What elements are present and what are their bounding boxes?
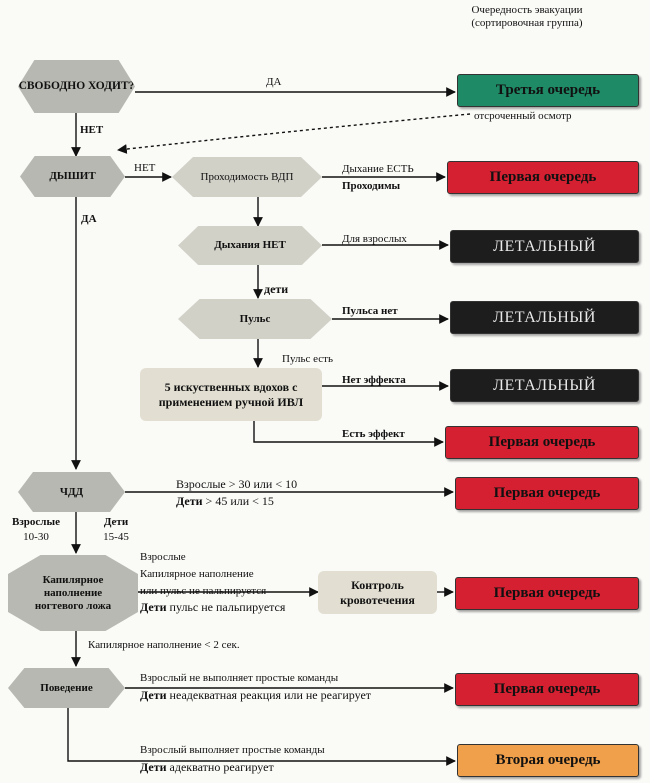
outcome-lethal-no-breath: ЛЕТАЛЬНЫЙ [450, 230, 639, 263]
label-no-pulse: Пульса нет [342, 305, 398, 317]
outcome-first-queue-rr: Первая очередь [455, 477, 639, 510]
label-children: дети [264, 282, 289, 296]
label-passable: Проходимы [342, 180, 401, 192]
label-behavior-child-bad-value: неадекватная реакция или не реагирует [166, 688, 372, 702]
norm-children-value: 15-45 [103, 531, 129, 543]
outcome-first-queue-cap: Первая очередь [455, 577, 639, 610]
label-behavior-adult-bad: Взрослый не выполняет простые команды [140, 672, 339, 684]
label-cap-normal: Капилярное наполнение < 2 сек. [88, 639, 240, 651]
outcome-lethal-no-effect: ЛЕТАЛЬНЫЙ [450, 369, 639, 402]
norm-adults-value: 10-30 [23, 531, 49, 543]
label-deferred-exam: отсроченный осмотр [474, 110, 572, 122]
norm-children: Дети 15-45 [90, 516, 142, 544]
node-walks-freely: СВОБОДНО ХОДИТ? [18, 60, 135, 113]
norm-children-label: Дети [103, 516, 129, 528]
arrow-breaths-to-first [253, 421, 444, 447]
label-for-adults: Для взрослых [342, 233, 407, 245]
label-no-walks: НЕТ [80, 124, 104, 136]
arrow-deferred-exam [117, 113, 471, 154]
node-airway-patency: Проходимость ВДП [172, 157, 322, 197]
label-cap-children-value: пульс не пальпируется [166, 600, 286, 614]
label-breathing-present: Дыхание ЕСТЬ [342, 163, 414, 175]
label-rr-children-value: > 45 или < 15 [202, 494, 274, 508]
node-no-breathing: Дыхания НЕТ [178, 226, 322, 265]
outcome-lethal-no-pulse: ЛЕТАЛЬНЫЙ [450, 301, 639, 334]
label-cap-children-prefix: Дети [140, 600, 167, 614]
label-rr-children: Дети > 45 или < 15 [176, 495, 274, 508]
label-cap-no-pulse: или пульс не пальпируется [140, 585, 267, 597]
label-no-effect: Нет эффекта [342, 374, 406, 386]
norm-adults-label: Взрослые [12, 516, 60, 528]
outcome-third-queue: Третья очередь [457, 74, 639, 107]
label-cap-children: Дети пульс не пальпируется [140, 601, 285, 614]
header-line-1: Очередность эвакуации [471, 4, 583, 16]
outcome-first-queue-effect: Первая очередь [445, 426, 639, 459]
label-pulse-present: Пульс есть [282, 353, 333, 365]
node-behavior: Поведение [8, 668, 125, 708]
norm-adults: Взрослые 10-30 [6, 516, 66, 544]
label-yes-walks: ДА [266, 76, 282, 88]
label-no-breathes: НЕТ [134, 162, 156, 174]
outcome-second-queue: Вторая очередь [457, 744, 639, 777]
label-effect: Есть эффект [342, 428, 405, 440]
label-rr-adults: Взрослые > 30 или < 10 [176, 477, 298, 491]
label-cap-refill: Капилярное наполнение [140, 568, 254, 580]
node-capillary-refill: Капилярное наполнение ногтевого ложа [8, 555, 138, 631]
node-pulse: Пульс [178, 299, 332, 339]
node-rescue-breaths: 5 искуственных вдохов с применением ручн… [140, 368, 322, 421]
label-rr-children-prefix: Дети [176, 494, 203, 508]
arrow-behavior-to-second [67, 708, 456, 766]
node-respiratory-rate: ЧДД [18, 472, 125, 512]
label-behavior-child-ok: Дети адекватно реагирует [140, 761, 274, 774]
node-breathes: ДЫШИТ [20, 156, 125, 197]
label-behavior-child-bad: Дети неадекватная реакция или не реагиру… [140, 689, 371, 702]
label-yes-breathes: ДА [81, 213, 97, 225]
label-cap-adults: Взрослые [140, 551, 186, 563]
label-behavior-child-ok-value: адекватно реагирует [166, 760, 274, 774]
outcome-first-queue-behavior: Первая очередь [455, 673, 639, 706]
label-behavior-child-bad-prefix: Дети [140, 688, 167, 702]
node-bleeding-control: Контроль кровотечения [318, 571, 437, 614]
evacuation-header: Очередность эвакуации (сортировочная гру… [452, 4, 602, 30]
label-behavior-child-ok-prefix: Дети [140, 760, 167, 774]
header-line-2: (сортировочная группа) [471, 17, 583, 29]
outcome-first-queue-airway: Первая очередь [447, 161, 639, 194]
label-behavior-adult-ok: Взрослый выполняет простые команды [140, 744, 325, 756]
